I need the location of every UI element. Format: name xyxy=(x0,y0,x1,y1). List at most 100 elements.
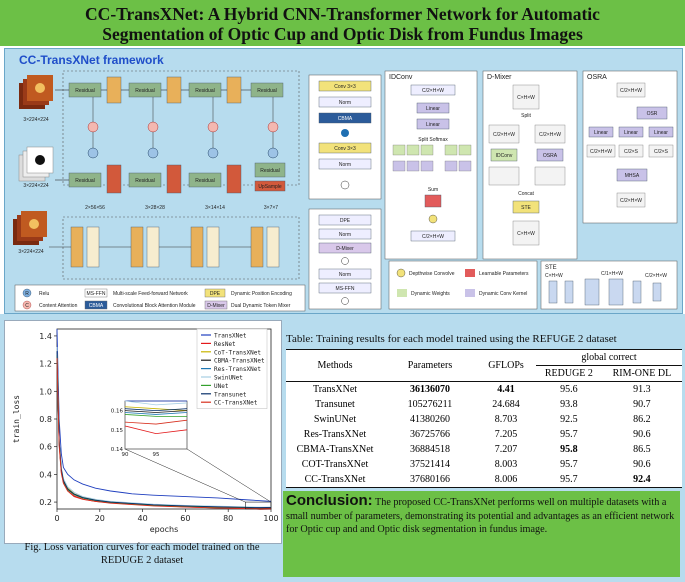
cbma-label: CBMA xyxy=(338,116,353,122)
table-cell-rim: 90.6 xyxy=(633,459,651,470)
poster-title: CC-TransXNet: A Hybrid CNN-Transformer N… xyxy=(0,0,685,46)
shape-label: C/2×H×W xyxy=(493,132,515,138)
inset-series-line xyxy=(124,412,188,415)
x-tick-label: 80 xyxy=(223,514,233,523)
table-cell-gflops: 8.003 xyxy=(494,459,518,470)
norm-label: Norm xyxy=(339,100,351,106)
msffn-label: MS-FFN xyxy=(336,286,355,292)
series-line xyxy=(56,351,272,509)
residual-block: Residual xyxy=(257,88,276,94)
upsample-block: UpSample xyxy=(258,184,282,190)
split-label: Split xyxy=(521,113,531,119)
legend-label: CC-TransXNet xyxy=(214,400,258,407)
legend-text: Multi-scale Feed-forward Network xyxy=(113,291,188,297)
input-image-top xyxy=(19,75,53,109)
norm-label: Norm xyxy=(339,272,351,278)
conclusion-box: Conclusion: The proposed CC-TransXNet pe… xyxy=(283,491,680,577)
decoder-row: Residual Residual Residual Residual UpSa… xyxy=(55,162,286,194)
residual-block: Residual xyxy=(195,88,214,94)
table-cell-params: 37680166 xyxy=(410,474,450,485)
legend-symbol: C xyxy=(25,303,29,309)
size-label: 3×224×224 xyxy=(23,183,49,189)
zoom-region xyxy=(245,501,272,510)
y-tick-label: 0.4 xyxy=(39,470,52,479)
y-tick-label: 0.2 xyxy=(39,498,52,507)
conclusion-heading: Conclusion: xyxy=(286,492,373,509)
inset-series-line xyxy=(124,414,187,417)
size-label: 3×28×28 xyxy=(145,205,165,211)
y-tick-label: 0.6 xyxy=(39,443,52,452)
norm-label: Norm xyxy=(339,232,351,238)
legend-label: SwinUNet xyxy=(214,375,243,382)
legend-label: CBMA-TransXNet xyxy=(214,358,265,365)
table-cell-rim: 91.3 xyxy=(633,384,651,395)
legend-label: UNet xyxy=(214,383,229,390)
linear-label: Linear xyxy=(426,122,440,128)
shape-label: C/1×H×W xyxy=(601,271,623,277)
residual-block: Residual xyxy=(195,178,214,184)
figure-caption: Fig. Loss variation curves for each mode… xyxy=(24,542,260,566)
legend-text: Relu xyxy=(39,291,50,297)
inset-x-tick-label: 95 xyxy=(153,452,160,458)
header-reduge: REDUGE 2 xyxy=(544,368,593,379)
inset-series-line xyxy=(124,400,188,406)
x-axis-label: epochs xyxy=(150,525,179,534)
legend-text: Learnable Parameters xyxy=(479,271,529,277)
residual-block: Residual xyxy=(135,88,154,94)
transformer-row xyxy=(49,226,280,268)
concat-label: Concat xyxy=(518,191,534,197)
legend-symbol: CBMA xyxy=(89,303,104,309)
legend-label: Res-TransXNet xyxy=(214,366,261,373)
residual-block: Residual xyxy=(135,178,154,184)
dmixer-title: D-Mixer xyxy=(487,74,512,81)
table-cell-method: COT-TransXNet xyxy=(301,459,369,470)
ste-detail: C×H×W C/1×H×W C/2×H×W xyxy=(545,271,667,306)
table-cell-reduge: 93.8 xyxy=(560,399,578,410)
table-cell-rim: 86.2 xyxy=(633,414,651,425)
legend-text: Dynamic Conv Kernel xyxy=(479,291,527,297)
ste-title: STE xyxy=(545,265,557,271)
conv3-label: Conv 3×3 xyxy=(334,146,356,152)
residual-block: Residual xyxy=(75,178,94,184)
table-cell-params: 105276211 xyxy=(407,399,453,410)
header-global-correct: global correct xyxy=(536,349,682,366)
size-label: 3×224×224 xyxy=(23,117,49,123)
encoder-row: Residual Residual Residual Residual xyxy=(55,76,284,104)
y-tick-label: 1.0 xyxy=(39,387,52,396)
title-line-1: CC-TransXNet: A Hybrid CNN-Transformer N… xyxy=(85,4,600,24)
legend-abbreviations: R Relu MS-FFN Multi-scale Feed-forward N… xyxy=(22,288,292,310)
table-cell-rim: 92.4 xyxy=(633,474,651,485)
conv3-label: Conv 3×3 xyxy=(334,84,356,90)
framework-title: CC-TransXNet framework xyxy=(19,53,164,67)
title-line-2: Segmentation of Optic Cup and Optic Disk… xyxy=(102,24,583,44)
table-cell-params: 36136070 xyxy=(410,384,450,395)
linear-label: Linear xyxy=(654,130,668,136)
size-label: 2×56×56 xyxy=(85,205,105,211)
header-gflops: GFLOPs xyxy=(476,349,536,382)
split-softmax-label: Split Softmax xyxy=(418,137,448,143)
shape-label: C/2×H×W xyxy=(422,234,444,240)
zoom-connector xyxy=(124,448,246,503)
shape-label: C×H×W xyxy=(517,95,535,101)
idconv-label: IDConv xyxy=(496,153,513,159)
legend-label: TransXNet xyxy=(214,333,247,340)
framework-panel: CC-TransXNet framework 3×224×224 3×224×2… xyxy=(4,48,683,314)
table-caption: Table: Training results for each model t… xyxy=(286,333,617,345)
y-tick-label: 0.8 xyxy=(39,415,52,424)
inset-series-line xyxy=(124,425,188,435)
idconv-detail: C/2×H×W Linear Linear Split Softmax Sum … xyxy=(392,84,472,242)
shape-label: C/2×H×W xyxy=(645,273,667,279)
table-cell-reduge: 95.6 xyxy=(560,384,578,395)
input-image-bottom xyxy=(13,211,47,245)
table-cell-params: 36884518 xyxy=(410,444,450,455)
shape-label: C/2×H×W xyxy=(620,198,642,204)
shape-label: C×H×W xyxy=(545,273,563,279)
osra-detail: C/2×H×W OSR Linear Linear Linear C/2×H×W… xyxy=(586,82,674,208)
legend-text: Convolutional Block Attention Module xyxy=(113,303,196,309)
sum-label: Sum xyxy=(428,187,438,193)
